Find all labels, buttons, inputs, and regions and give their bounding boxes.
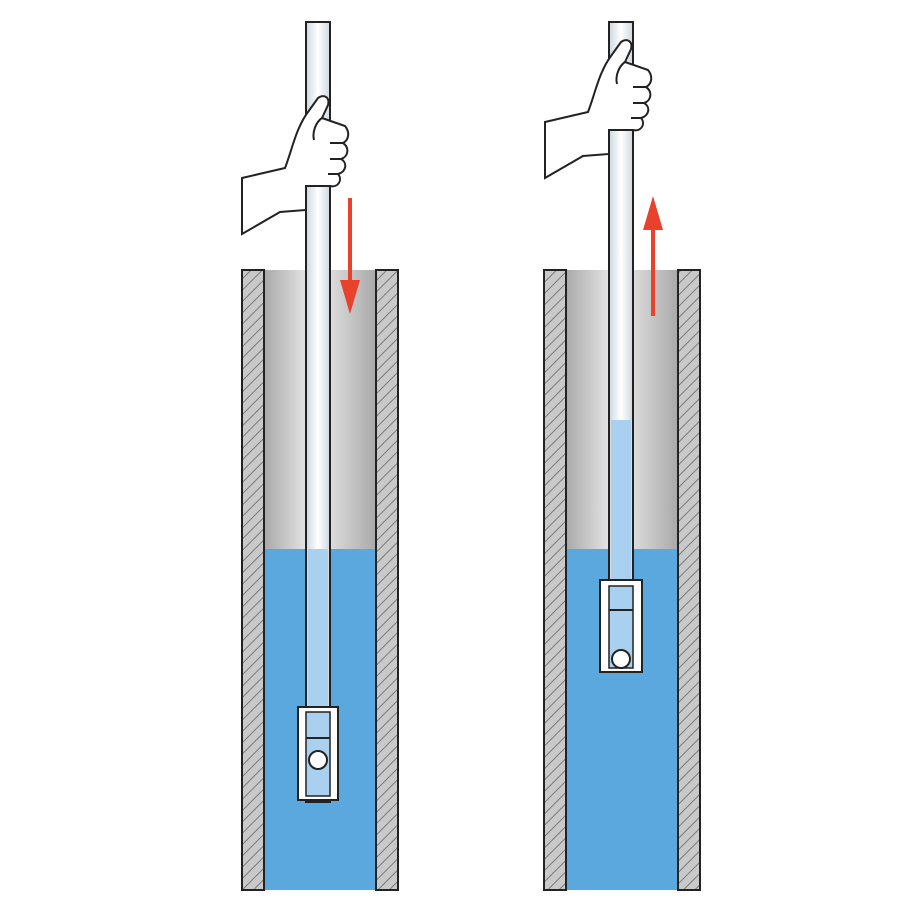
valve-ball — [308, 750, 328, 770]
casing-wall-left — [241, 269, 265, 891]
casing-wall-right — [375, 269, 399, 891]
check-valve — [297, 706, 339, 801]
valve-ball — [611, 649, 631, 669]
hand-icon — [544, 39, 653, 180]
water-in-tube — [308, 549, 328, 714]
casing-wall-left — [543, 269, 567, 891]
casing-wall-right — [677, 269, 701, 891]
water-in-tube — [611, 420, 631, 600]
panel-right — [543, 21, 701, 891]
arrow-up-icon — [643, 196, 663, 316]
hand-icon — [241, 95, 350, 236]
panel-left — [241, 21, 399, 891]
arrow-down-icon — [340, 198, 360, 314]
check-valve — [599, 579, 643, 673]
